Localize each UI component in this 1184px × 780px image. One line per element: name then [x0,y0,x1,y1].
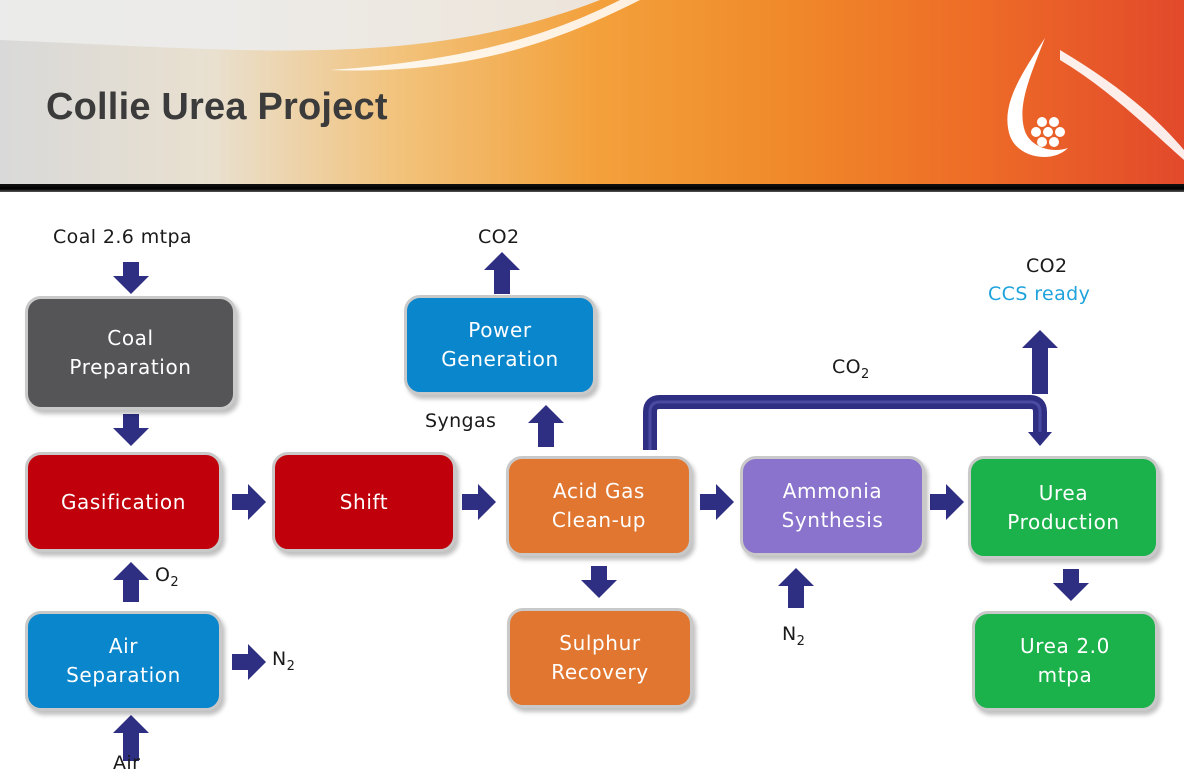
label-coal-input: Coal 2.6 mtpa [53,226,192,248]
arrow-ammonia-to-urea [930,484,964,520]
header-divider-bar [0,184,1184,192]
box-label-air-separation: Air Separation [66,634,181,687]
label-co2-ccs: CO2 [1026,255,1068,277]
box-label-urea-production: Urea Production [1007,480,1120,534]
box-label-power-generation: Power Generation [441,318,559,371]
arrow-urea-to-product [1053,569,1089,601]
label-n2-ammonia: N2 [782,623,806,649]
slide-header: Collie Urea Project [0,0,1184,184]
arrow-power-co2 [484,252,520,294]
arrow-air-in [113,715,149,761]
box-label-ammonia-synthesis: Ammonia Synthesis [781,479,884,532]
arrow-airsep-to-gasification [113,562,149,602]
arrow-coal-to-prep [113,262,149,294]
co2-recycle-pipe [643,395,1047,450]
box-acid-gas-cleanup: Acid Gas Clean-up [506,456,692,556]
arrow-gasification-to-shift [232,484,266,520]
box-power-generation: Power Generation [404,295,596,395]
page-title: Collie Urea Project [46,86,388,128]
arrow-prep-to-gasification [113,414,149,446]
label-o2: O2 [155,564,180,590]
header-swoosh-decoration [0,0,1184,160]
arrow-acidgas-to-ammonia [700,484,734,520]
box-label-acid-gas-cleanup: Acid Gas Clean-up [551,479,647,532]
label-air-input: Air [113,752,141,774]
box-air-separation: Air Separation [25,611,222,711]
box-coal-preparation: Coal Preparation [25,296,236,410]
label-n2-air-separation: N2 [272,648,296,674]
arrow-airsep-n2 [232,644,266,680]
arrow-syngas-to-power [528,405,564,447]
box-sulphur-recovery: Sulphur Recovery [507,608,693,708]
box-label-shift: Shift [339,489,389,514]
box-label-urea-output: Urea 2.0 mtpa [1020,634,1110,687]
label-co2-power: CO2 [478,226,520,248]
box-urea-production: Urea Production [968,456,1159,559]
box-gasification: Gasification [25,452,222,552]
box-label-gasification: Gasification [60,489,187,514]
co2-recycle-arrowhead [1028,432,1052,446]
arrow-acidgas-to-sulphur [581,566,617,598]
box-label-sulphur-recovery: Sulphur Recovery [551,631,649,684]
arrow-urea-co2-ccs [1022,330,1058,394]
box-shift: Shift [272,452,456,552]
arrow-shift-to-acidgas [462,484,496,520]
label-syngas: Syngas [425,410,497,432]
box-urea-output: Urea 2.0 mtpa [972,611,1158,711]
label-co2-recycle: CO2 [832,356,870,382]
company-logo-icon [1007,38,1068,158]
box-ammonia-synthesis: Ammonia Synthesis [740,456,925,556]
label-ccs-ready: CCS ready [988,283,1091,305]
box-label-coal-preparation: Coal Preparation [69,326,192,379]
arrow-n2-to-ammonia [778,568,814,608]
